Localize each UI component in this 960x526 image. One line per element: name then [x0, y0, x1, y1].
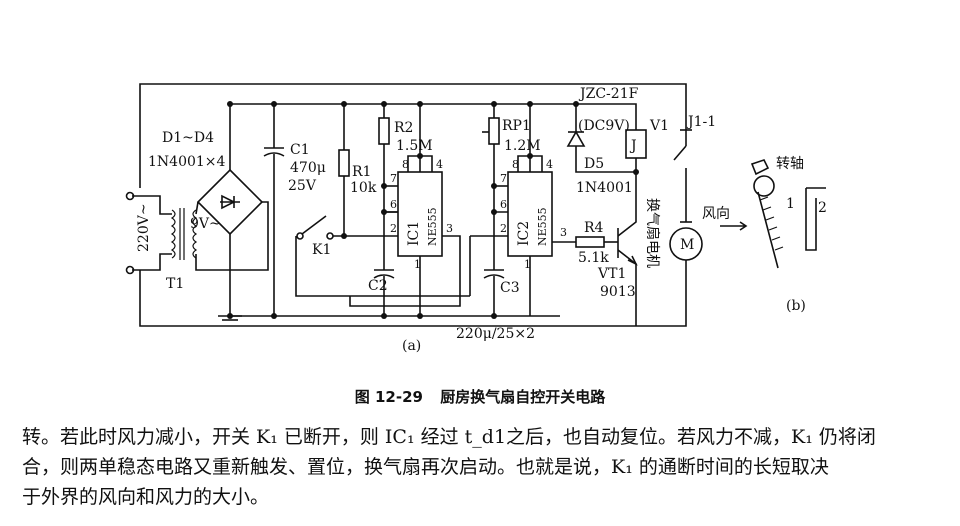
ic1-pin2: 2 [390, 222, 397, 235]
label-axis: 转轴 [776, 156, 804, 172]
body-line-2: 合，则两单稳态电路又重新触发、置位，换气扇再次启动。也就是说，K₁ 的通断时间的… [22, 456, 829, 478]
label-b-2: 2 [818, 200, 827, 216]
ic1-pin7: 7 [390, 172, 397, 185]
label-bridge-type: 1N4001×4 [148, 154, 226, 170]
label-d5: D5 [584, 156, 604, 172]
label-r2-value: 1.5M [396, 138, 433, 154]
label-motor: M [680, 237, 694, 253]
ic1-pin6: 6 [390, 198, 397, 211]
label-relay-type: JZC-21F [578, 86, 639, 102]
wiring [132, 83, 703, 327]
label-c1: C1 [290, 142, 310, 158]
wind-switch-drawing [720, 159, 826, 269]
label-r2: R2 [394, 120, 413, 136]
ic1-pin3: 3 [446, 222, 453, 235]
label-c1-voltage: 25V [288, 178, 317, 194]
label-ic2-type: NE555 [536, 207, 549, 246]
label-c1-value: 470μ [290, 160, 326, 176]
label-relay-coil-v: (DC9V) [578, 118, 630, 134]
label-r1: R1 [352, 164, 371, 180]
label-supply: 220V~ [136, 203, 152, 252]
label-fan-motor: 换气扇电机 [644, 198, 661, 268]
sublabel-b: (b) [786, 298, 806, 314]
bridge-diode-symbol [220, 194, 240, 210]
sublabel-a: (a) [402, 338, 421, 354]
body-paragraph: 转。若此时风力减小，开关 K₁ 已断开，则 IC₁ 经过 t_d1之后，也自动复… [22, 422, 942, 512]
ic1-pin4: 4 [436, 158, 443, 171]
label-relay-j: J [629, 138, 637, 154]
label-ic1-type: NE555 [426, 207, 439, 246]
ic2-pin6: 6 [500, 198, 507, 211]
label-c3: C3 [500, 280, 520, 296]
figure-caption: 图 12-29 厨房换气扇自控开关电路 [0, 386, 960, 407]
label-bridge: D1~D4 [162, 130, 214, 146]
ic2-pin3: 3 [560, 226, 567, 239]
label-vt1: VT1 [597, 266, 626, 282]
ic1-pin1: 1 [414, 258, 421, 271]
ic2-pin7: 7 [500, 172, 507, 185]
label-b-1: 1 [786, 196, 795, 212]
caption-title: 厨房换气扇自控开关电路 [440, 388, 606, 406]
terminal-bottom [125, 265, 135, 275]
label-ic1: IC1 [406, 221, 422, 246]
ic1-pin8: 8 [402, 158, 409, 171]
body-line-1: 转。若此时风力减小，开关 K₁ 已断开，则 IC₁ 经过 t_d1之后，也自动复… [22, 426, 876, 448]
label-d5-type: 1N4001 [576, 180, 633, 196]
circuit-figure: 220V~ T1 9V~ D1~D4 1N4001×4 C1 470μ 25V … [125, 83, 827, 354]
label-t1: T1 [166, 276, 184, 292]
label-ic2: IC2 [516, 221, 532, 246]
label-cap-note: 220μ/25×2 [456, 326, 535, 342]
terminal-top [125, 191, 135, 201]
label-r4: R4 [584, 220, 604, 236]
ic2-pin4: 4 [546, 158, 553, 171]
label-rp1: RP1 [502, 118, 531, 134]
caption-number: 图 12-29 [354, 388, 423, 406]
label-contact: J1-1 [686, 114, 716, 130]
label-k1: K1 [312, 242, 331, 258]
ic2-pin8: 8 [512, 158, 519, 171]
label-wind: 风向 [702, 206, 730, 222]
label-r1-value: 10k [350, 180, 377, 196]
ic2-pin2: 2 [500, 222, 507, 235]
transformer-symbol [170, 208, 198, 260]
label-rp1-value: 1.2M [504, 138, 541, 154]
body-line-3: 于外界的风向和风力的大小。 [22, 486, 270, 508]
ic2-pin1: 1 [524, 258, 531, 271]
label-vt1-type: 9013 [600, 284, 636, 300]
label-c2: C2 [368, 278, 388, 294]
label-9v: 9V~ [190, 216, 221, 232]
junction-dots [227, 101, 639, 319]
label-r4-value: 5.1k [578, 250, 609, 266]
label-v1: V1 [649, 118, 669, 134]
